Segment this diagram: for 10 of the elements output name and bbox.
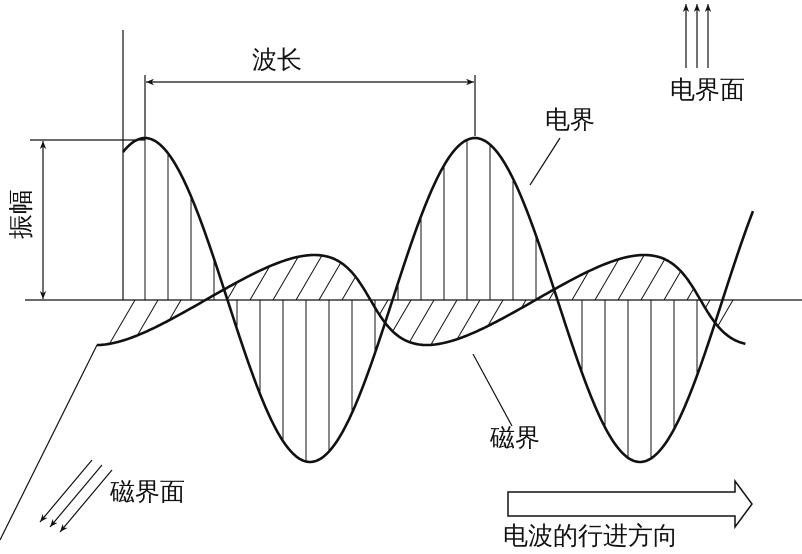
- leader-line: [530, 138, 560, 186]
- dimension-label: 波长: [252, 46, 302, 74]
- electric-field-wave: [122, 136, 754, 464]
- plane-label: 电界面: [670, 76, 745, 104]
- field-label: 磁界: [490, 424, 540, 452]
- plane-label: 磁界面: [110, 478, 185, 506]
- leader-line: [472, 354, 513, 426]
- direction-label: 电波的行进方向: [503, 522, 678, 550]
- field-label: 电界: [545, 106, 595, 134]
- dimension-label: 振幅: [7, 189, 35, 239]
